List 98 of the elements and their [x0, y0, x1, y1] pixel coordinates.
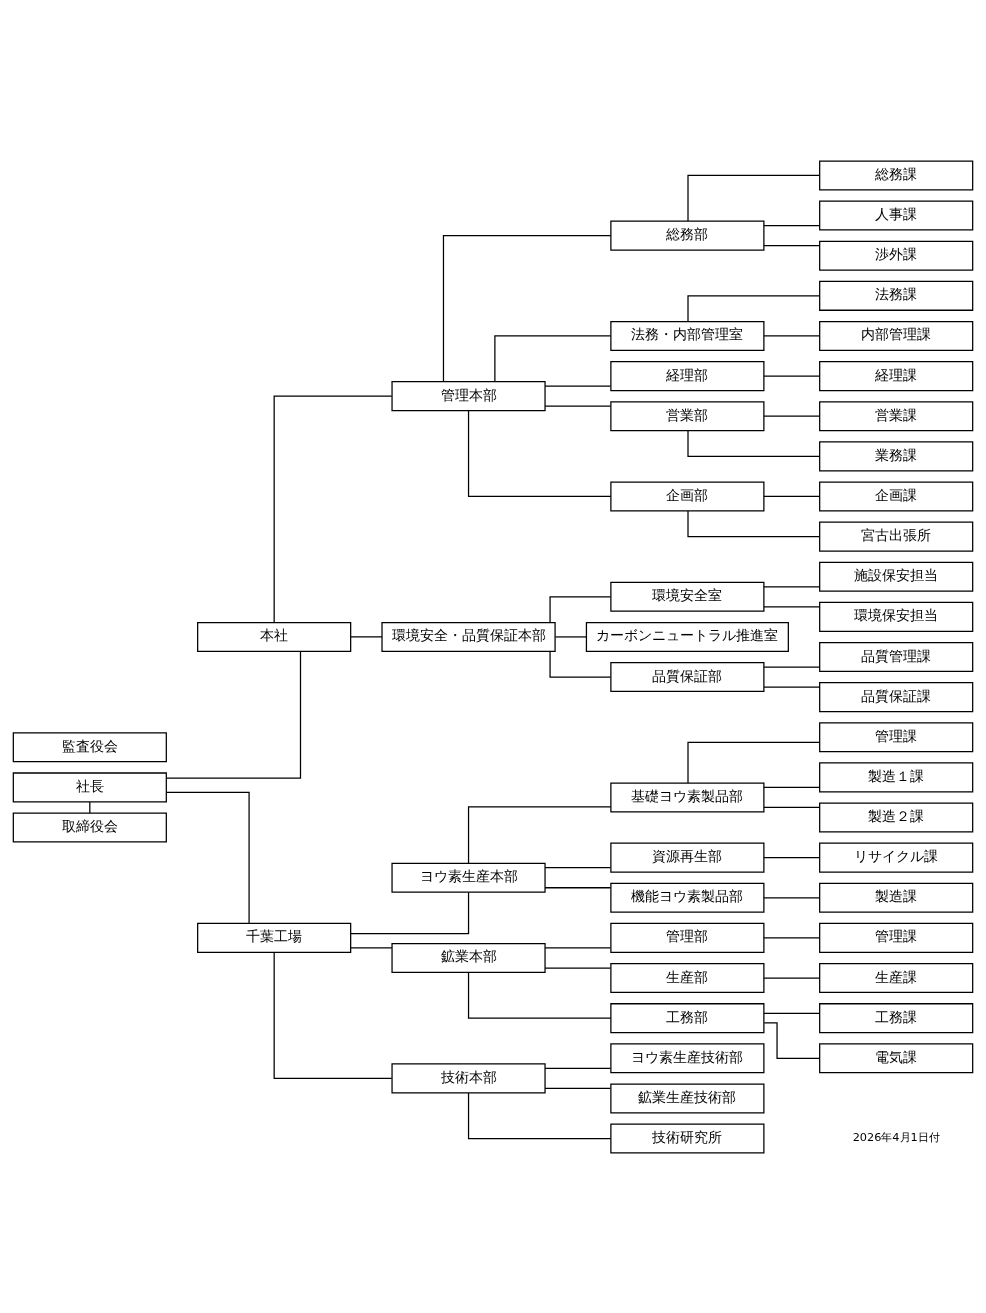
connector	[442, 234, 612, 382]
node-box: 管理部	[610, 922, 765, 953]
connector	[544, 966, 612, 969]
node-box: 宮古出張所	[819, 521, 974, 552]
connector	[763, 585, 821, 587]
node-box: 社長	[12, 771, 167, 802]
node-box: 製造１課	[819, 761, 974, 792]
node-box: 千葉工場	[197, 922, 352, 953]
connector	[763, 806, 821, 808]
connector	[763, 605, 821, 607]
connector	[544, 886, 612, 888]
connector	[544, 385, 612, 387]
connector	[763, 334, 821, 337]
node-box: 品質管理課	[819, 641, 974, 672]
node-box: 鉱業本部	[391, 942, 546, 973]
node-box: 内部管理課	[819, 320, 974, 351]
node-box: 監査役会	[12, 731, 167, 762]
connector	[350, 891, 470, 934]
node-box: 品質保証課	[819, 681, 974, 712]
label: 2026年4月1日付	[852, 1130, 940, 1144]
connector	[763, 244, 821, 246]
connector	[763, 415, 821, 417]
connector	[544, 1087, 612, 1089]
connector	[350, 946, 393, 949]
connector	[687, 429, 820, 457]
node-box: 技術研究所	[610, 1123, 765, 1154]
connector	[763, 224, 821, 226]
node-box: 資源再生部	[610, 842, 765, 873]
connector	[687, 509, 820, 537]
connector	[544, 405, 612, 407]
node-box: 工務課	[819, 1002, 974, 1033]
connector	[687, 294, 820, 322]
node-box: 渉外課	[819, 240, 974, 271]
node-box: 基礎ヨウ素製品部	[610, 781, 765, 812]
node-box: ヨウ素生産本部	[391, 862, 546, 893]
connector	[549, 595, 612, 623]
connector	[544, 866, 612, 868]
node-box: 本社	[197, 621, 352, 652]
connector	[350, 635, 383, 638]
connector	[763, 685, 821, 688]
connector	[544, 946, 612, 949]
node-box: 企画部	[610, 480, 765, 512]
node-box: 生産部	[610, 962, 765, 993]
connector	[763, 1012, 821, 1014]
node-box: 生産課	[819, 962, 974, 993]
node-box: 工務部	[610, 1002, 765, 1033]
node-box: 営業課	[819, 400, 974, 431]
node-box: 法務課	[819, 280, 974, 311]
connector	[165, 650, 302, 779]
node-box: 総務部	[610, 220, 765, 251]
node-box: 人事課	[819, 200, 974, 231]
node-box: リサイクル課	[819, 842, 974, 873]
node-box: 品質保証部	[610, 661, 765, 692]
connector	[687, 741, 820, 784]
node-box: 環境安全室	[610, 581, 765, 612]
node-box: 管理本部	[391, 380, 546, 411]
node-box: カーボンニュートラル推進室	[585, 621, 789, 652]
node-box: 製造課	[819, 882, 974, 913]
node-box: 取締役会	[12, 812, 167, 843]
connector	[763, 374, 821, 377]
connector	[763, 936, 821, 939]
connector	[467, 805, 612, 864]
connector	[763, 1021, 820, 1059]
connector	[549, 650, 612, 678]
node-box: 製造２課	[819, 801, 974, 833]
node-box: 機能ヨウ素製品部	[610, 882, 765, 913]
connector	[763, 665, 821, 668]
connector	[763, 896, 821, 898]
node-box: 電気課	[819, 1042, 974, 1073]
node-box: 企画課	[819, 480, 974, 512]
node-box: 営業部	[610, 400, 765, 431]
node-box: 環境安全・品質保証本部	[381, 621, 556, 652]
node-box: 業務課	[819, 440, 974, 471]
connector	[763, 856, 821, 858]
node-box: 経理課	[819, 360, 974, 391]
node-box: 鉱業生産技術部	[610, 1082, 765, 1113]
connector	[544, 1067, 612, 1069]
node-box: 総務課	[819, 159, 974, 190]
node-box: 経理部	[610, 360, 765, 391]
node-box: 法務・内部管理室	[610, 320, 765, 351]
connector	[166, 791, 250, 924]
node-box: 技術本部	[391, 1062, 546, 1093]
connector	[763, 495, 821, 497]
connector	[687, 174, 820, 222]
node-box: 管理課	[819, 721, 974, 752]
node-box: 環境保安担当	[819, 601, 974, 632]
node-box: 施設保安担当	[819, 561, 974, 592]
connector	[763, 976, 821, 979]
connector	[467, 409, 612, 497]
connector	[467, 1091, 612, 1139]
connector	[273, 951, 393, 1079]
connector	[467, 971, 612, 1019]
node-box: ヨウ素生産技術部	[610, 1042, 765, 1073]
node-box: 管理課	[819, 922, 974, 953]
connector	[763, 786, 821, 788]
connector	[554, 635, 587, 638]
connector	[494, 334, 612, 382]
connector	[273, 395, 393, 623]
